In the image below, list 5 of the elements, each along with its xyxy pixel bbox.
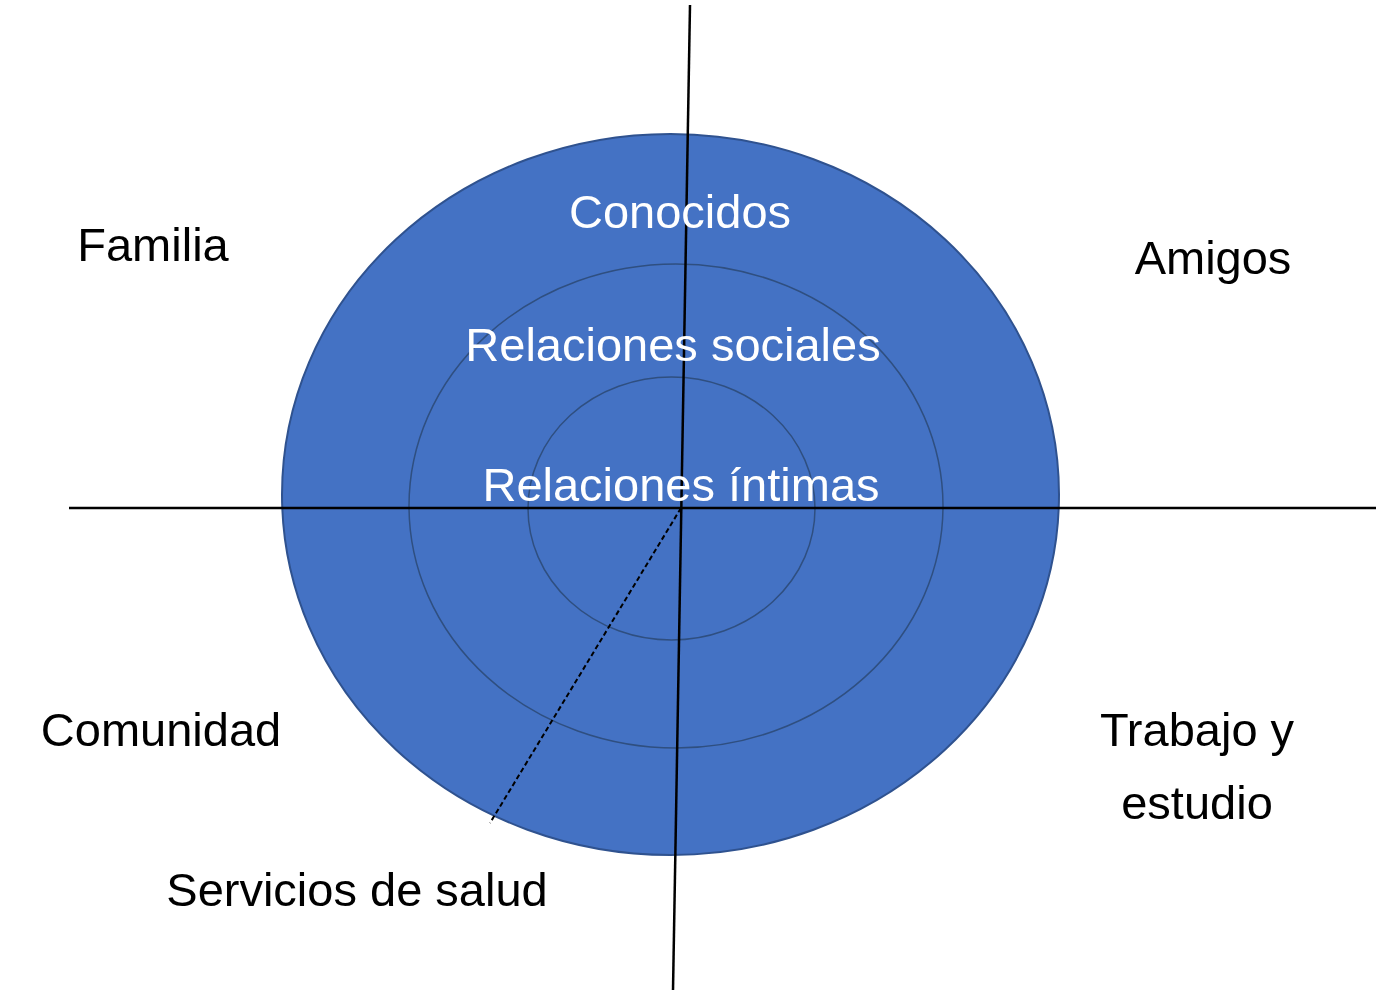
- sector-label: Comunidad: [40, 701, 282, 758]
- sector-label: Amigos: [1134, 229, 1292, 286]
- sector-label: Trabajo y estudio: [1098, 702, 1296, 831]
- sector-label: Servicios de salud: [166, 861, 548, 918]
- sector-label: Familia: [77, 216, 229, 273]
